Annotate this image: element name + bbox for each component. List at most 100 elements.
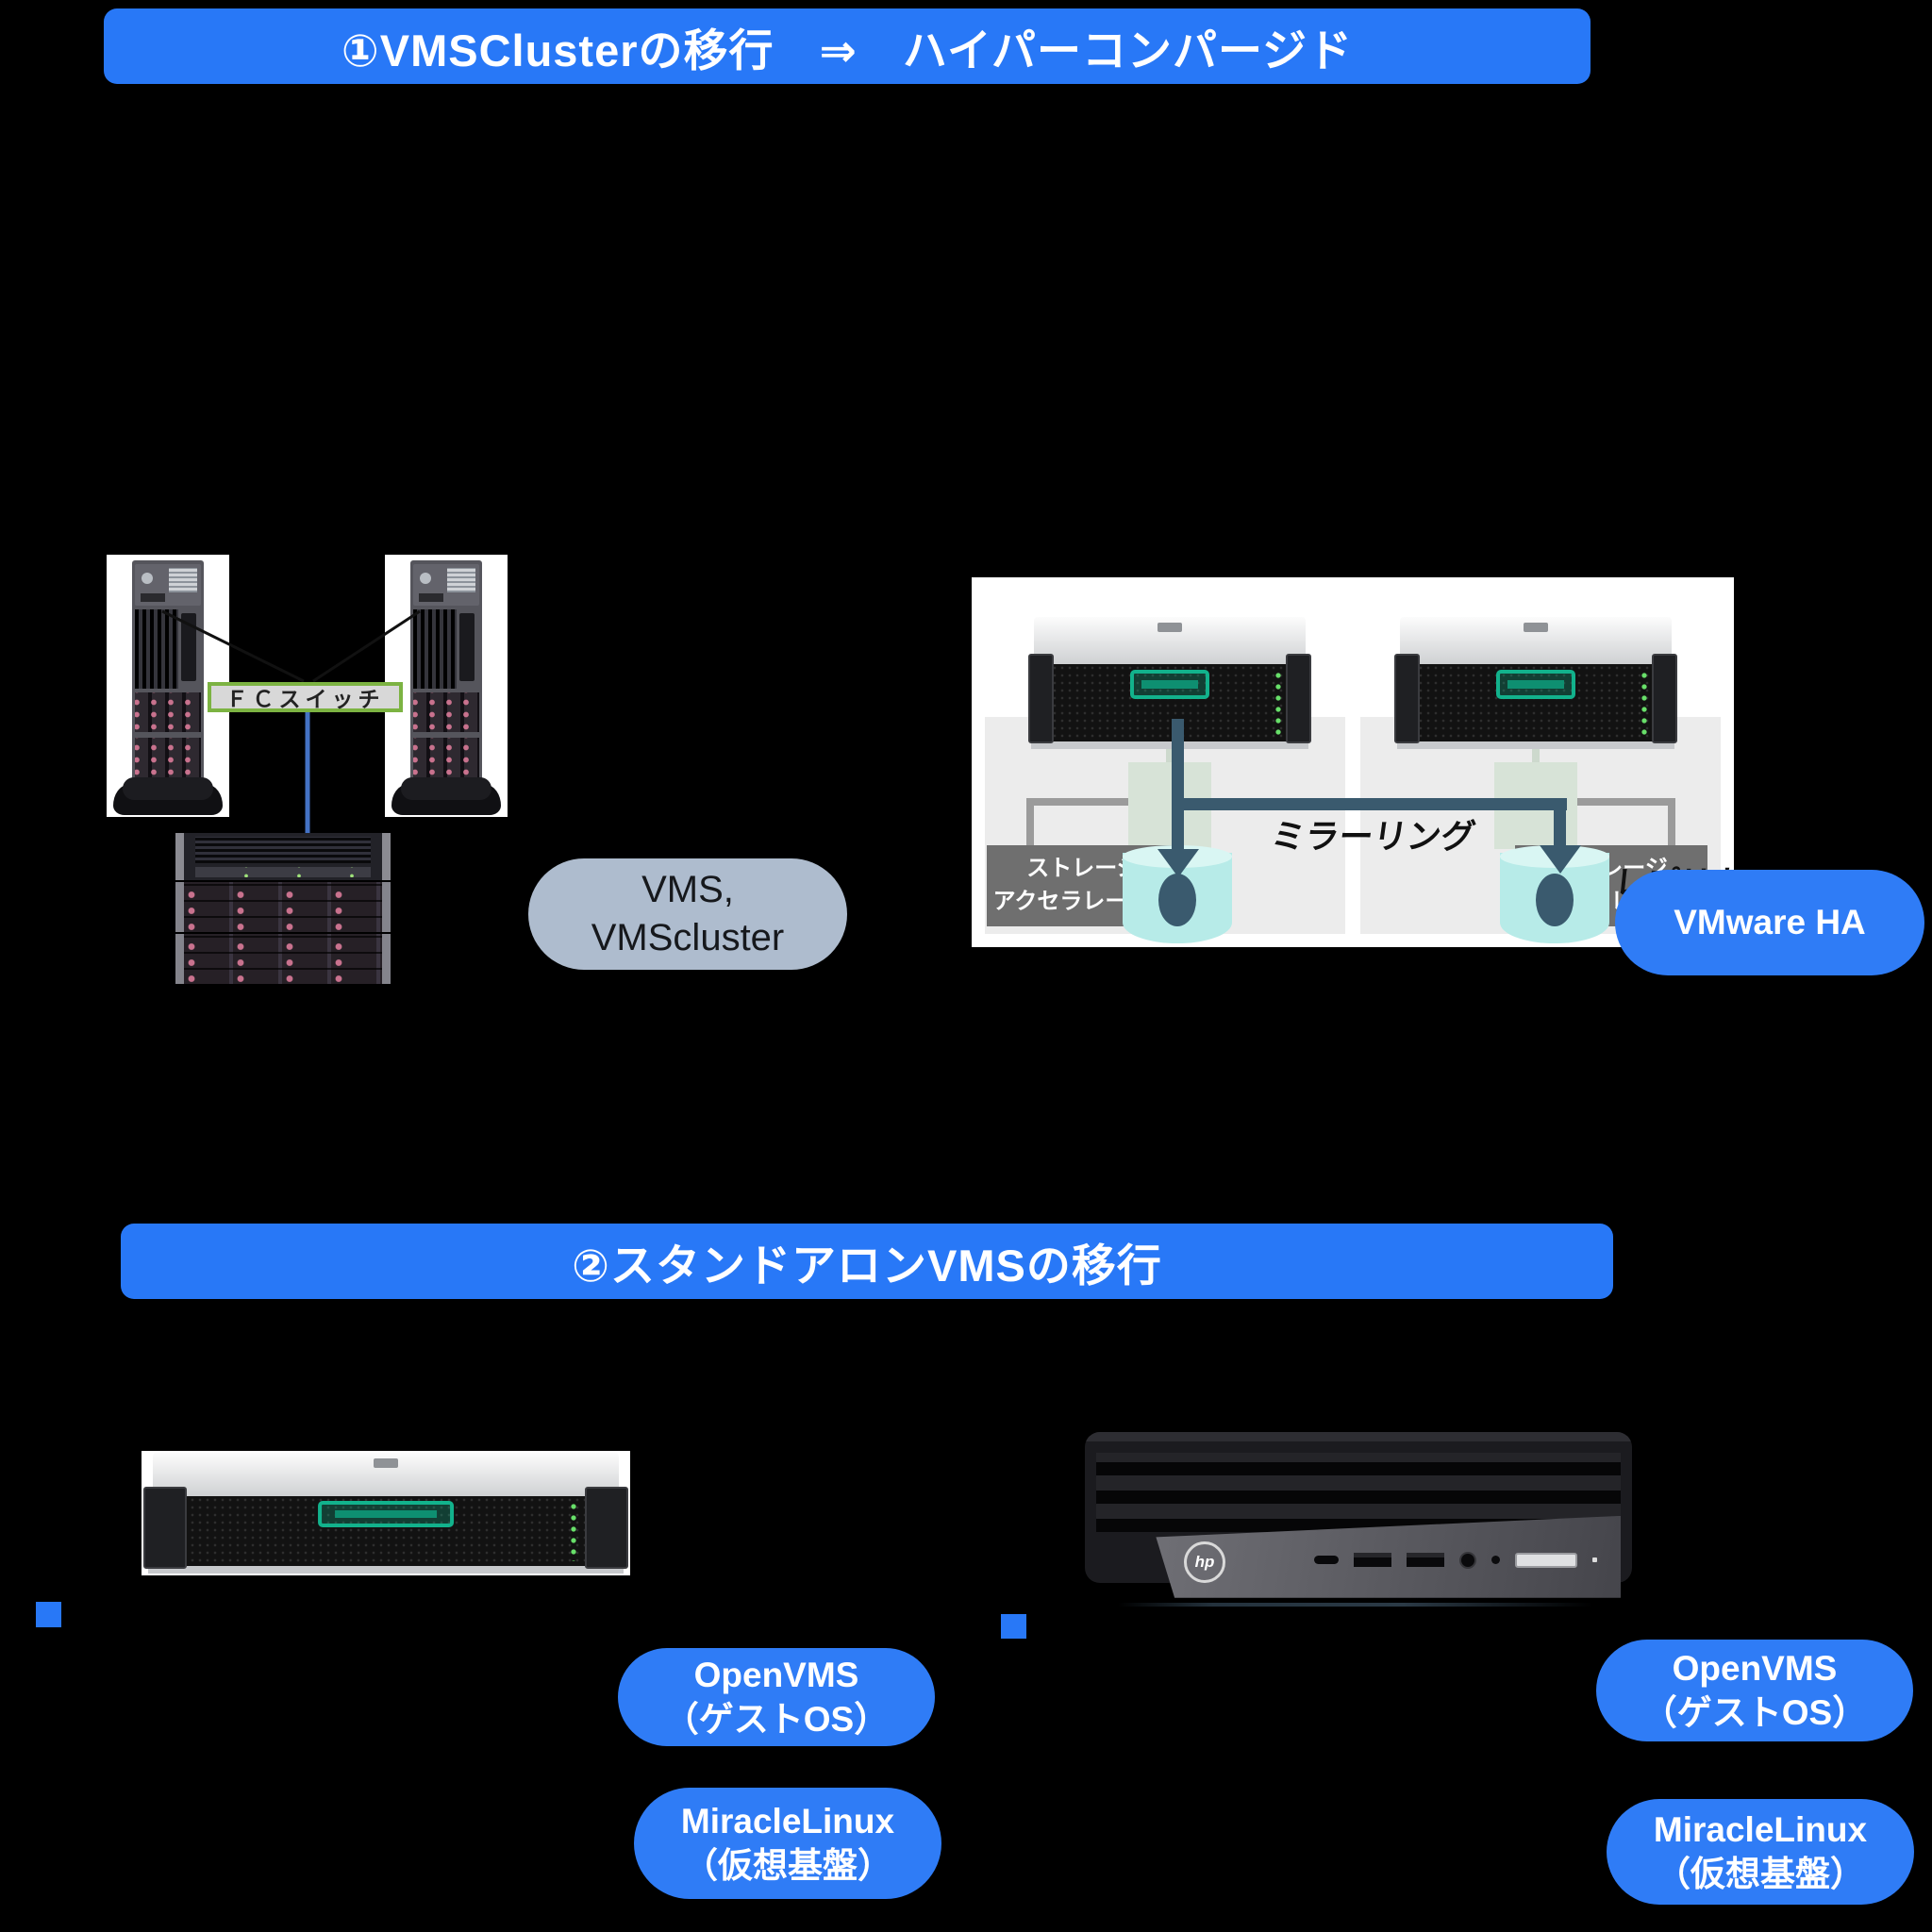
hp-mini-pc-image: hp [1085, 1432, 1632, 1607]
disk-cylinder-hole [1536, 874, 1574, 926]
miraclelinux-line2: （仮想基盤） [1656, 1855, 1865, 1893]
miraclelinux-line1: MiracleLinux [680, 1801, 895, 1840]
openvms-line2: （ゲストOS） [663, 1700, 890, 1739]
miraclelinux-line1: MiracleLinux [1653, 1809, 1868, 1849]
section2-title-banner: ②スタンドアロンVMSの移行 [121, 1224, 1613, 1299]
server-handle-right [1286, 654, 1311, 744]
mirror-arrowhead-right [1540, 845, 1581, 874]
fc-switch-label: ＦＣスイッチ [225, 687, 385, 711]
server-top-mark [1158, 623, 1182, 633]
disk-cylinder-hole [1158, 874, 1196, 926]
mirror-arrow-vertical-right [1554, 798, 1566, 845]
power-button [1491, 1556, 1501, 1565]
hp-logo-icon: hp [1183, 1541, 1225, 1584]
proliant-server-image-right [1394, 617, 1677, 749]
hpe-badge-inner [334, 1510, 438, 1519]
section1-title-banner: ①VMSClusterの移行 ⇒ ハイパーコンパージド [104, 8, 1591, 84]
tower-base-foot-front [123, 777, 213, 800]
server-front-grille [1028, 664, 1311, 741]
tower-optical-drive [181, 613, 196, 681]
server-led-strip [1274, 670, 1282, 736]
proliant-server-image-left [1028, 617, 1311, 749]
tower-head-panel [413, 564, 479, 606]
mirror-arrow-vertical-left [1172, 719, 1184, 849]
openvms-guest-label-right: OpenVMS （ゲストOS） [1596, 1640, 1913, 1741]
tower-usb-bay [141, 593, 165, 602]
storage-controller-unit [175, 833, 391, 880]
server-handle-left [1394, 654, 1420, 744]
accel-left-connector-v [1026, 798, 1034, 851]
tower-head-panel [135, 564, 201, 606]
vmware-ha-text: VMware HA [1674, 903, 1866, 942]
miraclelinux-host-label-right: MiracleLinux （仮想基盤） [1607, 1799, 1914, 1905]
server-led-strip [1640, 670, 1648, 736]
drive-slot [1515, 1552, 1578, 1568]
openvms-line1: OpenVMS [693, 1655, 859, 1694]
audio-jack [1459, 1551, 1477, 1569]
server-front-grille [143, 1496, 628, 1567]
accel-right-connector-h [1577, 798, 1675, 806]
miraclelinux-host-label-left: MiracleLinux （仮想基盤） [634, 1788, 941, 1899]
server-top-cover [1400, 617, 1672, 665]
usb-a-port-1 [1354, 1553, 1392, 1568]
tower-server-image-right [385, 555, 508, 817]
vmware-ha-label: VMware HA [1615, 870, 1924, 975]
section2-title: ②スタンドアロンVMSの移行 [572, 1240, 1162, 1291]
mirror-arrowhead-left [1158, 849, 1199, 877]
hpe-badge [1496, 670, 1575, 699]
openvms-line1: OpenVMS [1672, 1648, 1838, 1688]
hpe-badge-inner [1507, 679, 1565, 689]
accel-right-connector-v [1668, 798, 1675, 851]
mini-pc-top-edge [1085, 1432, 1632, 1441]
storage-controller-vents [195, 837, 371, 863]
bullet-square-left [36, 1602, 61, 1627]
tower-drive-cage-1 [135, 692, 201, 732]
tower-drive-cage-2 [413, 738, 479, 777]
miraclelinux-line2: （仮想基盤） [683, 1846, 892, 1885]
hpe-badge [318, 1501, 454, 1528]
server-bottom-edge [1031, 741, 1308, 749]
vms-label-line1: VMS, [641, 868, 734, 910]
storage-controller-leds [195, 867, 371, 877]
tower-media-bay [169, 568, 197, 592]
server-top-mark [1524, 623, 1548, 633]
fc-switch-box: ＦＣスイッチ [208, 682, 403, 712]
hpe-badge-inner [1141, 679, 1199, 689]
mirroring-label: ミラーリング [1268, 817, 1478, 856]
tower-media-bay [447, 568, 475, 592]
tower-vent-grille [135, 609, 178, 689]
tower-logo-mark [420, 573, 431, 584]
mirror-arrow-horizontal [1172, 798, 1567, 810]
tower-server-body [391, 560, 501, 815]
power-led [1592, 1557, 1598, 1563]
server-top-cover [153, 1453, 619, 1497]
server-led-strip [570, 1501, 578, 1562]
tower-server-body [113, 560, 223, 815]
tower-vent-grille [413, 609, 457, 689]
server-handle-right [1652, 654, 1677, 744]
tower-server-image-left [107, 555, 229, 817]
openvms-guest-label-left: OpenVMS （ゲストOS） [618, 1648, 935, 1746]
section1-title: ①VMSClusterの移行 ⇒ ハイパーコンパージド [341, 25, 1354, 75]
mini-pc-ports [1314, 1543, 1607, 1576]
tower-base-foot-front [401, 777, 491, 800]
usb-c-port [1314, 1556, 1340, 1565]
mini-pc-vent-grooves [1095, 1453, 1622, 1532]
server-bottom-edge [148, 1566, 624, 1574]
server-handle-left [143, 1486, 188, 1569]
server-handle-right [584, 1486, 628, 1569]
openvms-line2: （ゲストOS） [1641, 1693, 1868, 1732]
server-top-cover [1034, 617, 1306, 665]
tower-drive-cage-1 [413, 692, 479, 732]
cluster-connector-lines [161, 609, 421, 834]
hyperconverged-diagram: ストレージ アクセラレーター ストレージ アクセラレーター ミラーリング レプリ… [972, 577, 1745, 947]
tower-drive-cage-2 [135, 738, 201, 777]
storage-disk-shelf-2 [175, 934, 391, 984]
proliant-dl380-image [142, 1451, 630, 1575]
tower-optical-drive [459, 613, 475, 681]
accel-left-connector-h [1026, 798, 1128, 806]
usb-a-port-2 [1407, 1553, 1445, 1568]
tower-usb-bay [419, 593, 443, 602]
vms-vmscluster-label: VMS, VMScluster [528, 858, 847, 970]
